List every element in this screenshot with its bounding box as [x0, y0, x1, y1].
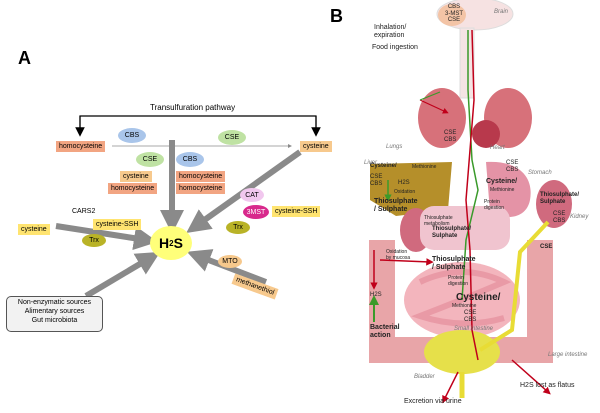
liver-label: Liver: [364, 160, 378, 166]
large-intestine-label: Large intestine: [548, 352, 588, 358]
cysteine-ssh-left-box: cysteine-SSH: [93, 219, 142, 230]
pathway-title: Transulfuration pathway: [150, 103, 236, 112]
bladder-label: Bladder: [414, 374, 435, 380]
protein-digestion-stomach: Protein digestion: [484, 199, 505, 211]
homocysteine-box-2: homocysteine: [108, 183, 158, 194]
liver-cysteine: Cysteine/: [370, 163, 397, 169]
heart: [472, 120, 500, 148]
thiosulphate-mid: Thiosulphate/ Sulphate: [432, 226, 471, 239]
stomach-cysteine: Cysteine/: [486, 178, 518, 185]
flatus-label: H2S lost as flatus: [520, 382, 575, 389]
cse-ellipse-top: CSE: [218, 130, 246, 145]
cse-right-label: CSE: [540, 244, 553, 250]
cysteine-right-box: cysteine: [300, 141, 332, 152]
cysteine-box-1: cysteine: [120, 171, 152, 182]
cysteine-gut: Cysteine/: [456, 292, 501, 303]
cysteine-ssh-right-box: cysteine-SSH: [272, 206, 321, 217]
stomach-enzymes: CSE CBS: [506, 160, 519, 173]
brain-enzymes: CBS 3-MST CSE: [445, 4, 463, 24]
cse-ellipse-mid: CSE: [136, 152, 164, 167]
kidney-label: Kidney: [570, 214, 589, 220]
excretion-label: Excretion via urine: [404, 398, 462, 405]
stomach: [486, 161, 531, 217]
brain-label: Brain: [494, 9, 509, 15]
cat-ellipse: CAT: [240, 188, 264, 202]
h2s-2: 2: [169, 238, 174, 248]
homocysteine-box-3: homocysteine: [176, 171, 226, 182]
panel-b-letter: B: [330, 6, 343, 26]
thiosulphate-liver: Thiosulphate / Sulphate: [374, 198, 418, 213]
sources-line-3: Gut microbiota: [31, 316, 78, 324]
food-ingestion-label: Food ingestion: [372, 44, 418, 51]
bacterial-action: Bacterial action: [370, 324, 400, 339]
inhalation-label: Inhalation/ expiration: [374, 24, 407, 39]
methionine-gut: Methionine: [452, 303, 477, 309]
trx-ellipse-left: Trx: [82, 234, 106, 247]
sources-line-1: Non-enzymatic sources: [17, 299, 92, 306]
thiosulphate-kidney: Thiosulphate/ Sulphate: [540, 192, 579, 205]
bladder: [424, 330, 500, 374]
liver-enzymes: CSE CBS: [370, 174, 383, 187]
small-intestine-label: Small intestine: [454, 326, 494, 332]
left-lung: [418, 88, 466, 148]
h2s-s: S: [173, 235, 183, 251]
lungs-label: Lungs: [386, 144, 403, 150]
lung-enzymes: CSE CBS: [444, 130, 457, 143]
mto-ellipse: MTO: [218, 255, 242, 268]
protein-digestion-gut: Protein digestion: [448, 275, 469, 287]
stomach-label: Stomach: [528, 170, 552, 176]
oxidation-mucosa: Oxidation by mucosa: [386, 249, 411, 261]
cbs-ellipse-mid: CBS: [176, 152, 204, 167]
thiosulphate-gut: Thiosulphate / Sulphate: [432, 256, 476, 271]
homocysteine-left-box: homocysteine: [56, 141, 106, 152]
3mst-ellipse: 3MST: [243, 205, 269, 219]
liver: [370, 162, 452, 216]
h2s-gut: H2S: [370, 292, 382, 298]
heart-label: Heart: [490, 145, 505, 151]
cars2-label: CARS2: [72, 208, 96, 215]
h2s-liver: H2S: [398, 180, 410, 186]
stomach-methionine: Methionine: [490, 187, 515, 193]
arrow-sources: [84, 251, 161, 299]
arrow-cars2: [55, 223, 158, 251]
trx-ellipse-right: Trx: [226, 221, 250, 234]
cbs-ellipse-top: CBS: [118, 128, 146, 143]
h2s-h: H: [159, 235, 170, 251]
gut-enzymes: CSE CBS: [464, 310, 477, 323]
kidney-enzymes: CSE CBS: [553, 211, 566, 224]
brain-blob: [438, 4, 466, 26]
panel-a-letter: A: [18, 48, 31, 68]
cysteine-left-box: cysteine: [18, 224, 50, 235]
sources-line-2: Alimentary sources: [24, 307, 85, 315]
liver-methionine: Methionine: [412, 164, 437, 170]
pancreas-region: [420, 206, 510, 250]
sources-box: Non-enzymatic sources Alimentary sources…: [6, 296, 103, 332]
kidney: [536, 180, 572, 228]
homocysteine-box-4: homocysteine: [176, 183, 226, 194]
arrow-methanethiol: [186, 249, 268, 285]
oxidation-liver: Oxidation: [394, 189, 416, 195]
metabolism-label: Thiosulphate metabolism: [424, 215, 453, 227]
